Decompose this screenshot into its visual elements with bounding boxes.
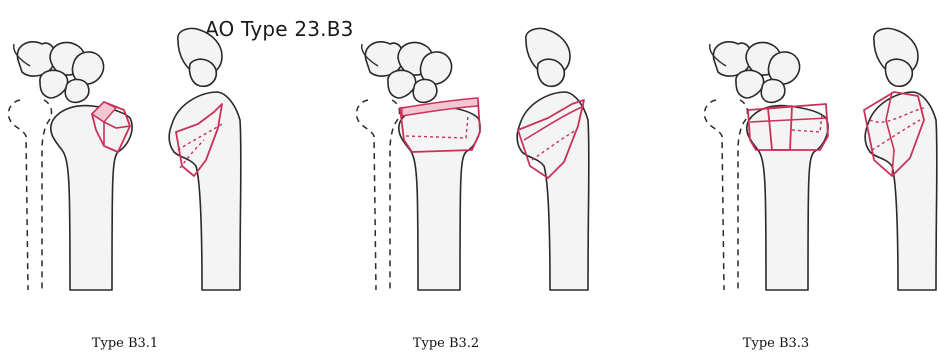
caption-b3-1: Type B3.1	[92, 336, 158, 351]
panel-b3-1-illustration	[8, 28, 240, 290]
panel-b3-3-illustration	[704, 28, 936, 290]
caption-b3-2: Type B3.2	[413, 336, 479, 351]
panel-b3-2-illustration	[356, 28, 588, 290]
caption-b3-3: Type B3.3	[743, 336, 809, 351]
fracture-illustrations	[0, 0, 939, 320]
